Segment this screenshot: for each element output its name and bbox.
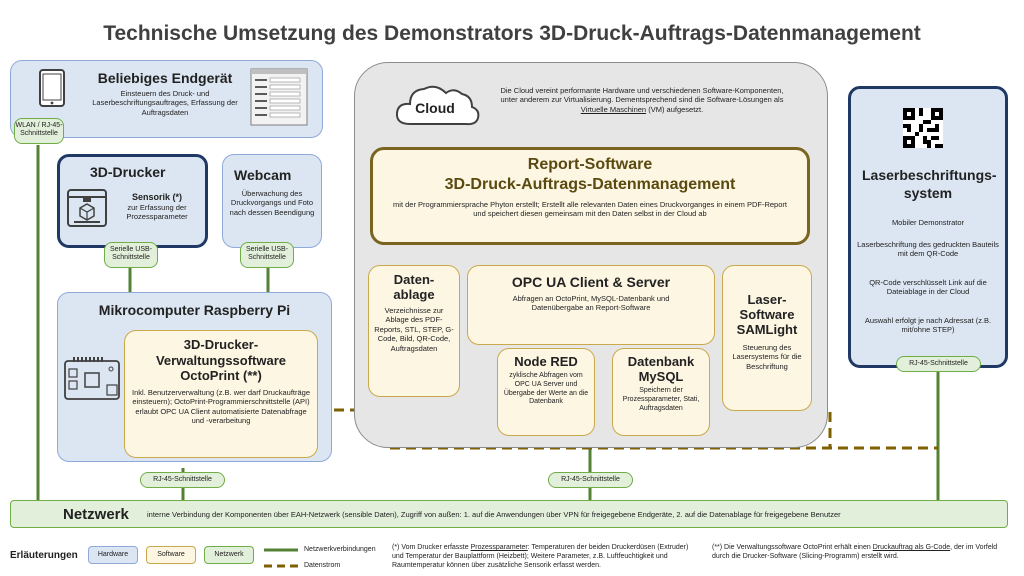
datenablage-box: Daten-ablage Verzeichnisse zur Ablage de… (368, 265, 460, 397)
octoprint-description: Inkl. Benutzerverwaltung (z.B. wer darf … (132, 387, 310, 425)
qr-code-icon (903, 108, 943, 148)
samlight-title: Laser-Software SAMLight (736, 292, 798, 337)
webcam-title: Webcam (234, 167, 292, 183)
samlight-description: Steuerung des Lasersystems für die Besch… (732, 343, 802, 371)
mysql-box: Datenbank MySQL Speichern der Prozesspar… (612, 348, 710, 436)
legend-note-1: (*) Vom Drucker erfasste Prozessparamete… (392, 544, 689, 569)
mysql-description: Speichern der Prozessparameter, Stati, A… (622, 387, 700, 412)
opcua-box: OPC UA Client & Server Abfragen an OctoP… (467, 265, 715, 345)
report-title-line2: 3D-Druck-Auftrags-Datenmanagement (444, 176, 736, 193)
report-software-box: Report-Software 3D-Druck-Auftrags-Datenm… (370, 147, 810, 245)
laser-desc-4: Auswahl erfolgt je nach Adressat (z.B. m… (864, 316, 992, 335)
datenablage-description: Verzeichnisse zur Ablage des PDF-Reports… (374, 306, 454, 353)
cloud-interface: RJ-45-Schnittstelle (548, 472, 633, 488)
network-bar: Netzwerk interne Verbindung der Komponen… (10, 500, 1008, 528)
drucker-sensor: Sensorik (*) zur Erfassung der Prozesspa… (112, 192, 202, 222)
mysql-title: Datenbank MySQL (627, 354, 695, 384)
octoprint-title: 3D-Drucker-Verwaltungssoftware OctoPrint… (155, 337, 287, 384)
cloud-label: Cloud (415, 100, 455, 116)
legend-note-2: (**) Die Verwaltungssoftware OctoPrint e… (712, 544, 998, 560)
cloud-icon (392, 80, 482, 130)
nodered-title: Node RED (514, 354, 578, 369)
legend-title: Erläuterungen (10, 550, 78, 561)
endgeraet-text: Beliebiges Endgerät Einsteuern des Druck… (85, 70, 245, 117)
endgeraet-title: Beliebiges Endgerät (97, 70, 233, 86)
cloud-description: Die Cloud vereint performante Hardware u… (500, 86, 784, 114)
laser-title: Laserbeschriftungs-system (862, 167, 997, 202)
laser-desc-2: Laserbeschriftung des gedruckten Bauteil… (857, 240, 999, 259)
octoprint-box: 3D-Drucker-Verwaltungssoftware OctoPrint… (124, 330, 318, 458)
legend-network-line-label: Netzwerkverbindungen (304, 546, 376, 553)
drucker-title: 3D-Drucker (90, 164, 166, 180)
raspberry-board-icon (63, 355, 121, 403)
nodered-description: zyklische Abfragen vom OPC UA Server und… (503, 372, 589, 406)
laser-desc-3: QR-Code verschlüsselt Link auf die Datei… (869, 278, 987, 297)
legend-hardware: Hardware (88, 546, 138, 564)
legend-line-samples (264, 548, 298, 568)
form-window-icon (250, 68, 308, 126)
samlight-box: Laser-Software SAMLight Steuerung des La… (722, 265, 812, 411)
drucker-interface: Serielle USB-Schnittstelle (104, 242, 158, 268)
opcua-description: Abfragen an OctoPrint, MySQL-Datenbank u… (512, 294, 670, 313)
nodered-box: Node RED zyklische Abfragen vom OPC UA S… (497, 348, 595, 436)
opcua-title: OPC UA Client & Server (511, 274, 671, 290)
laser-interface: RJ-45-Schnittstelle (896, 356, 981, 372)
tablet-icon (38, 68, 66, 108)
endgeraet-description: Einsteuern des Druck- und Laserbeschrift… (92, 89, 238, 117)
report-description: mit der Programmiersprache Phyton erstel… (393, 200, 787, 219)
legend-software: Software (146, 546, 196, 564)
datenablage-title: Daten-ablage (393, 272, 435, 302)
page-title: Technische Umsetzung des Demonstrators 3… (103, 22, 921, 45)
laser-desc-1: Mobiler Demonstrator (891, 218, 965, 227)
legend-netzwerk: Netzwerk (204, 546, 254, 564)
raspberry-interface: RJ-45-Schnittstelle (140, 472, 225, 488)
webcam-description: Überwachung des Druckvorgangs und Foto n… (229, 189, 315, 217)
network-title: Netzwerk (63, 506, 129, 523)
3d-printer-icon (66, 188, 108, 228)
drucker-sensor-description: zur Erfassung der Prozessparameter (126, 203, 188, 222)
report-title-line1: Report-Software (527, 156, 653, 173)
legend-data-line-label: Datenstrom (304, 562, 341, 569)
drucker-sensor-title: Sensorik (*) (131, 192, 182, 202)
raspberry-title: Mikrocomputer Raspberry Pi (98, 302, 291, 318)
network-description: interne Verbindung der Komponenten über … (147, 510, 841, 519)
endgeraet-interface: WLAN / RJ-45-Schnittstelle (14, 118, 64, 144)
webcam-interface: Serielle USB-Schnittstelle (240, 242, 294, 268)
